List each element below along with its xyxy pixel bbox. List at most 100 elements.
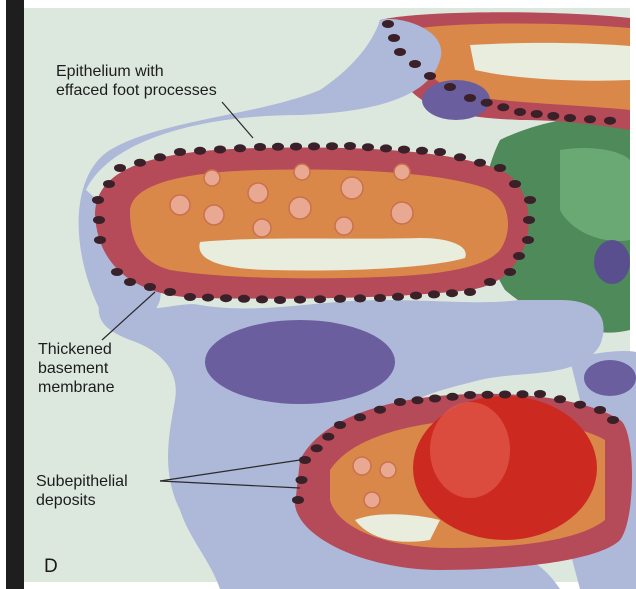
deposit-dot <box>484 278 496 286</box>
deposit-dot <box>374 406 386 414</box>
epithelium-label-line: Epithelium with <box>56 62 217 81</box>
deposit-dot <box>111 268 123 276</box>
deposit-dot <box>522 236 534 244</box>
deposit-dot <box>481 99 493 107</box>
deposit-dot <box>202 294 214 302</box>
deposit-dot <box>574 401 586 409</box>
deposit-dot <box>494 164 506 172</box>
deposit-dot <box>547 112 559 120</box>
podocyte-nucleus <box>584 360 636 396</box>
deposits-label-line: Subepithelial <box>36 472 128 491</box>
deposit-dot <box>296 476 308 484</box>
podocyte-nucleus <box>205 320 395 404</box>
deposit-dot <box>509 180 521 188</box>
deposit-dot <box>292 496 304 504</box>
deposit-dot <box>497 103 509 111</box>
deposit-dot <box>446 289 458 297</box>
deposit-dot <box>256 295 268 303</box>
deposit-dot <box>514 108 526 116</box>
deposit-dot <box>474 159 486 167</box>
deposit-dot <box>584 115 596 123</box>
deposit-dot <box>374 294 386 302</box>
deposit-dot <box>326 142 338 150</box>
red-blood-cell-highlight <box>430 402 510 498</box>
deposit-dot <box>194 147 206 155</box>
deposit-dot <box>504 268 516 276</box>
deposit-dot <box>322 433 334 441</box>
deposit-dot <box>94 236 106 244</box>
deposit-dot <box>412 396 424 404</box>
deposit-dot <box>454 153 466 161</box>
deposit-dot <box>499 391 511 399</box>
deposit-dot <box>294 296 306 304</box>
deposit-dot <box>334 295 346 303</box>
deposits-label-line: deposits <box>36 491 128 510</box>
deposit-dot <box>290 143 302 151</box>
deposit-dot <box>254 143 266 151</box>
deposits-label: Subepithelial deposits <box>36 472 128 510</box>
deposit-dot <box>409 60 421 68</box>
left-frame-edge <box>6 0 24 589</box>
deposit-dot <box>517 390 529 398</box>
deposit-dot <box>134 159 146 167</box>
deposit-dot <box>299 456 311 464</box>
deposit-dot <box>398 146 410 154</box>
basement-label-line: membrane <box>38 378 114 397</box>
basement-membrane-label: Thickened basement membrane <box>38 340 114 397</box>
podocyte-nucleus <box>594 240 630 284</box>
deposit-dot <box>523 216 535 224</box>
deposit-dot <box>444 83 456 91</box>
deposit-dot <box>464 391 476 399</box>
deposit-dot <box>114 164 126 172</box>
deposit-dot <box>464 288 476 296</box>
deposit-dot <box>314 295 326 303</box>
deposit-dot <box>238 295 250 303</box>
deposit-dot <box>554 395 566 403</box>
deposit-dot <box>424 72 436 80</box>
deposit-dot <box>274 296 286 304</box>
deposit-dot <box>124 278 136 286</box>
panel-letter: D <box>44 556 58 578</box>
deposit-dot <box>604 117 616 125</box>
deposit-dot <box>388 34 400 42</box>
deposit-dot <box>534 390 546 398</box>
deposit-dot <box>344 142 356 150</box>
deposit-dot <box>428 290 440 298</box>
epithelium-label-line: effaced foot processes <box>56 81 217 100</box>
deposit-dot <box>354 294 366 302</box>
deposit-dot <box>464 94 476 102</box>
deposit-dot <box>311 444 323 452</box>
deposit-dot <box>144 283 156 291</box>
deposit-dot <box>429 395 441 403</box>
deposit-dot <box>392 293 404 301</box>
deposit-dot <box>220 294 232 302</box>
deposit-dot <box>594 406 606 414</box>
deposit-dot <box>416 147 428 155</box>
deposit-dot <box>394 48 406 56</box>
deposit-dot <box>214 146 226 154</box>
deposit-dot <box>103 180 115 188</box>
deposit-dot <box>531 110 543 118</box>
deposit-dot <box>164 288 176 296</box>
deposit-dot <box>394 398 406 406</box>
deposit-dot <box>272 143 284 151</box>
deposit-dot <box>524 196 536 204</box>
deposit-dot <box>184 293 196 301</box>
deposit-dot <box>482 391 494 399</box>
deposit-dot <box>513 252 525 260</box>
deposit-dot <box>334 421 346 429</box>
epithelium-label: Epithelium with effaced foot processes <box>56 62 217 100</box>
deposit-dot <box>362 143 374 151</box>
podocyte-nucleus <box>422 80 490 120</box>
deposit-dot <box>410 292 422 300</box>
deposit-dot <box>382 20 394 28</box>
deposit-dot <box>154 153 166 161</box>
deposit-dot <box>308 142 320 150</box>
deposit-dot <box>234 144 246 152</box>
deposit-dot <box>564 114 576 122</box>
deposit-dot <box>447 393 459 401</box>
deposit-dot <box>93 216 105 224</box>
basement-label-line: basement <box>38 359 114 378</box>
deposit-dot <box>607 416 619 424</box>
